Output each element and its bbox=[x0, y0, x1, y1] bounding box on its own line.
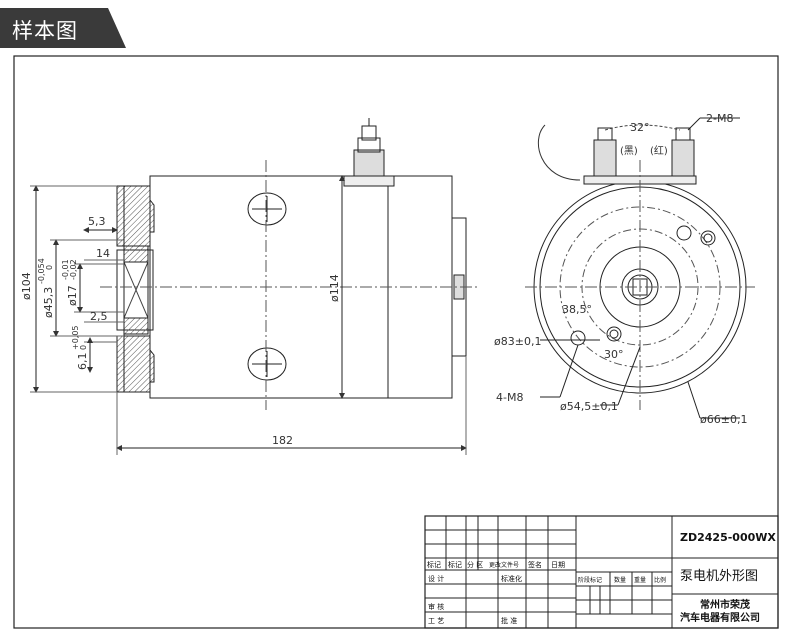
terminal-post bbox=[343, 118, 395, 187]
dim-d104: ø104 bbox=[20, 272, 33, 300]
dim-d17-tol-up: -0,01 bbox=[61, 259, 70, 280]
label-red: (红) bbox=[650, 144, 668, 157]
dim-5-3: 5,3 bbox=[88, 215, 106, 228]
company-line2: 汽车电器有限公司 bbox=[680, 611, 760, 624]
side-view bbox=[30, 118, 480, 455]
bolt-hole bbox=[676, 225, 692, 241]
tb-process: 工 艺 bbox=[428, 617, 444, 625]
angle-30: 30° bbox=[604, 348, 624, 361]
sample-tag-label: 样本图 bbox=[12, 19, 78, 43]
dim-2-5: 2,5 bbox=[90, 310, 108, 323]
thread-4m8: 4-M8 bbox=[496, 391, 523, 404]
dim-d83: ø83±0,1 bbox=[494, 335, 541, 348]
dim-d66: ø66±0,1 bbox=[700, 413, 747, 426]
dim-14: 14 bbox=[96, 247, 110, 260]
thread-2m8: 2-M8 bbox=[706, 112, 733, 125]
tb-weight: 重量 bbox=[634, 576, 646, 584]
tb-change-doc: 更改文件号 bbox=[489, 561, 519, 569]
drawing-name: 泵电机外形图 bbox=[680, 569, 758, 584]
tb-standard: 标准化 bbox=[501, 574, 522, 583]
title-block bbox=[424, 515, 779, 629]
flange-section bbox=[116, 185, 155, 247]
tb-date: 日期 bbox=[551, 561, 565, 569]
drawing-code: ZD2425-000WX bbox=[680, 531, 776, 544]
tb-stage: 阶段标记 bbox=[578, 576, 602, 584]
dim-d17: ø17 bbox=[66, 285, 79, 306]
tb-design: 设 计 bbox=[428, 574, 444, 583]
dim-d114: ø114 bbox=[328, 274, 341, 302]
dim-6-1: 6,1 bbox=[76, 353, 89, 371]
housing-slots bbox=[247, 192, 287, 381]
dim-d54-5: ø54,5±0,1 bbox=[560, 400, 618, 413]
dim-6-1-tol-up: +0,05 bbox=[71, 325, 80, 350]
tb-check: 审 核 bbox=[428, 602, 444, 611]
tb-scale: 比例 bbox=[654, 576, 666, 584]
cable bbox=[537, 124, 581, 181]
tb-qty: 数量 bbox=[614, 576, 626, 584]
dim-d45-3-tol-low: 0 bbox=[45, 265, 54, 270]
end-view bbox=[525, 117, 755, 419]
angle-38-5: 38,5° bbox=[562, 303, 592, 316]
label-black: (黑) bbox=[620, 145, 638, 157]
drawing-frame bbox=[13, 55, 779, 629]
dim-d45-3-tol-up: -0,054 bbox=[37, 258, 46, 284]
tb-zone: 分 区 bbox=[467, 560, 483, 569]
tb-mark: 标记 bbox=[427, 560, 441, 569]
dim-d17-tol-low: -0,02 bbox=[69, 259, 78, 280]
tb-approve: 批 准 bbox=[501, 616, 517, 625]
sample-tag: 样本图 bbox=[0, 8, 126, 48]
dim-d45-3: ø45,3 bbox=[42, 287, 55, 318]
tb-count: 标记 bbox=[448, 560, 462, 569]
dim-6-1-tol-low: 0 bbox=[79, 345, 88, 350]
company-line1: 常州市荣茂 bbox=[700, 598, 750, 611]
sample-tag-bg bbox=[0, 8, 126, 48]
tb-sign: 签名 bbox=[528, 560, 542, 569]
angle-32: 32° bbox=[630, 121, 650, 134]
dim-182: 182 bbox=[272, 434, 293, 447]
